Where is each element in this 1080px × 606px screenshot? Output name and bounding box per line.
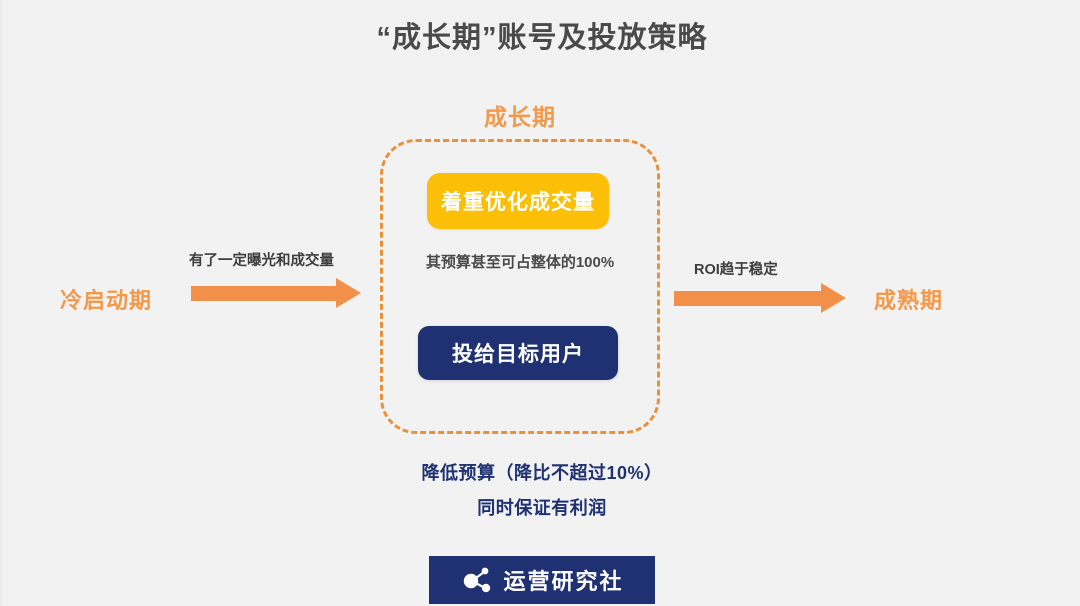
stage-label-cold-start: 冷启动期 (60, 288, 153, 313)
primary-action-button[interactable]: 着重优化成交量 (427, 173, 609, 229)
brand-name: 运营研究社 (503, 569, 624, 594)
network-node-icon (460, 566, 494, 594)
budget-note-text: 其预算甚至可占整体的100% (425, 254, 615, 271)
arrow-shaft (191, 286, 337, 301)
transition-label-right: ROI趋于稳定 (694, 262, 778, 278)
bottom-note-budget: 降低预算（降比不超过10%） (421, 463, 663, 483)
growth-stage-container (380, 139, 660, 434)
arrow-shaft (674, 291, 822, 306)
arrow-head (336, 278, 361, 308)
secondary-action-button[interactable]: 投给目标用户 (418, 326, 618, 380)
arrow-head (821, 283, 846, 313)
bottom-note-profit: 同时保证有利润 (477, 498, 607, 518)
transition-label-left: 有了一定曝光和成交量 (189, 253, 334, 269)
transition-arrow-right-icon (674, 283, 847, 313)
footer-logo-bar: 运营研究社 (429, 556, 655, 604)
stage-label-growth: 成长期 (484, 104, 556, 130)
transition-arrow-left-icon (191, 278, 361, 308)
stage-label-mature: 成熟期 (874, 288, 944, 313)
page-title: “成长期”账号及投放策略 (376, 22, 708, 54)
